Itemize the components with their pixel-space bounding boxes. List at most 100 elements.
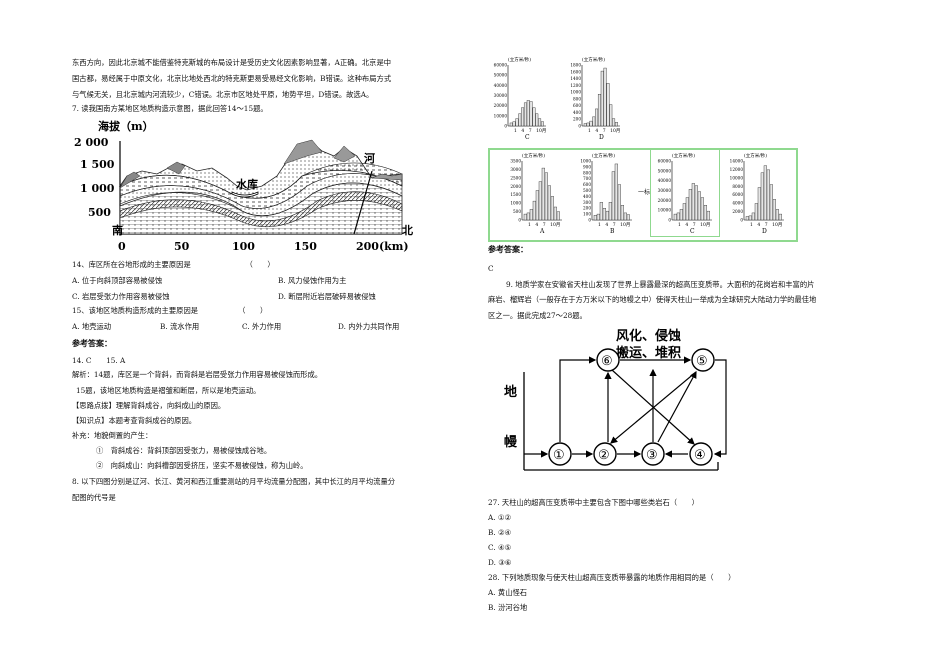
chart-a-y-tick: 3000 <box>510 167 521 172</box>
chart-b-y-tick: 700 <box>583 176 591 181</box>
chart-c-bar <box>706 210 710 221</box>
chart-a-y-tick: 3500 <box>510 159 521 164</box>
altitude-label: 海拔（m） <box>98 119 154 133</box>
chart-b-bar <box>596 213 600 221</box>
question-27: 27. 天柱山的超高压变质带中主要包含下图中哪些类岩石（ ） <box>488 498 699 507</box>
intro-line-3: 与气候无关，且北京城内河流较少，C错误。北京市区地处平原，地势平坦，D错误。故选… <box>72 90 374 99</box>
top-chart-c-x-ticks: 1 4 7 10月 <box>514 128 546 134</box>
top-chart-d-bar <box>609 104 613 127</box>
top-chart-c-y-tick: 40000 <box>494 83 508 88</box>
top-chart-c-y-tick: 30000 <box>494 93 508 98</box>
node-6-label: ⑥ <box>601 354 613 369</box>
chart-d-y-tick: 12000 <box>730 167 744 172</box>
intro-line-1: 东西方向，因此北京城不能借鉴特克斯城的布局设计是受历史文化因素影响显著，A正确。… <box>72 58 392 67</box>
chart-c-label: C <box>690 228 695 235</box>
chart-c-y-tick: 0 <box>668 218 671 223</box>
node-5-label: ⑤ <box>696 354 708 369</box>
flow-chart-c: (立方米/秒)60000500004000030000200001000001 … <box>658 152 712 235</box>
chart-b-y-tick: 100 <box>583 212 591 217</box>
node-4 <box>689 442 713 466</box>
top-chart-d-bar <box>595 108 599 127</box>
top-chart-c-bar <box>512 121 516 127</box>
top-chart-d-bar <box>600 70 604 127</box>
top-chart-d-bar <box>583 123 587 127</box>
x-tick-200: 200(km) <box>356 240 409 253</box>
chart-a-bar <box>526 212 530 221</box>
chart-a-bar <box>532 200 536 221</box>
node-3-label: ③ <box>646 448 658 463</box>
top-chart-d-y-tick: 1000 <box>570 90 581 95</box>
north-label: 北 <box>402 223 413 237</box>
chart-a-unit-title: (立方米/秒) <box>522 152 545 159</box>
chart-b-y-tick: 0 <box>588 218 591 223</box>
chart-a-y-tick: 0 <box>518 218 521 223</box>
cycle-header-2: 搬运、堆积 <box>616 345 681 361</box>
chart-d-bar <box>751 212 755 221</box>
explanation-5: 补充：地貌倒置的产生： <box>72 431 153 440</box>
chart-b-bar <box>611 171 615 221</box>
top-chart-c-bar <box>535 113 539 127</box>
top-chart-c-bar <box>540 121 544 127</box>
cycle-header-1: 风化、侵蚀 <box>616 328 681 344</box>
chart-a-bar <box>553 206 557 221</box>
chart-c-y-tick: 60000 <box>658 159 672 164</box>
chart-b-bar <box>608 202 612 221</box>
explanation-1: 解析：14题，库区是一个背斜，而背斜是岩层受张力作用容易被侵蚀而形成。 <box>72 370 323 379</box>
y-tick-500: 500 <box>88 206 111 219</box>
chart-a-bar <box>523 213 527 221</box>
top-chart-c-y-tick: 0 <box>504 124 507 129</box>
question-28: 28. 下列地质现象与使天柱山超高压变质带暴露的地质作用相同的是（ ） <box>488 573 736 582</box>
chart-b-bar <box>599 202 603 221</box>
chart-b-bar <box>605 210 609 221</box>
chart-a-bar <box>544 172 548 221</box>
top-chart-d-y-tick: 1200 <box>570 83 581 88</box>
chart-c-bar <box>691 183 695 221</box>
q14-option-d: D. 断层附近岩层破碎易被侵蚀 <box>278 292 376 301</box>
chart-d-bar <box>760 172 764 221</box>
chart-d-label: D <box>762 228 767 235</box>
chart-c-bar <box>688 189 692 221</box>
top-chart-d-y-tick: 1800 <box>570 63 581 68</box>
q15-option-b: B. 流水作用 <box>160 322 200 331</box>
reservoir-label: 水库 <box>236 177 258 191</box>
x-tick-150: 150 <box>294 240 317 253</box>
flow-chart-d: (立方米/秒)140001200010000800060004000200001… <box>730 152 784 235</box>
paragraph-9-line-2: 麻岩、榴辉岩（一般存在于方万米以下的地幔之中）使得天柱山一举成为全球研究大陆动力… <box>488 295 817 304</box>
paragraph-9-line-3: 区之一。据此完成27～28题。 <box>488 311 587 320</box>
chart-b-unit-title: (立方米/秒) <box>592 152 615 159</box>
chart-d-y-tick: 2000 <box>732 209 743 214</box>
question-14: 14、库区所在谷地形成的主要原因是 （ ） <box>72 260 275 269</box>
chart-a-bar <box>556 211 560 221</box>
chart-c-bar <box>694 185 698 221</box>
node-1-label: ① <box>553 448 565 463</box>
chart-b-bar <box>620 205 624 221</box>
explanation-3: 【思路点拨】理解背斜成谷，向斜成山的原因。 <box>72 401 226 410</box>
chart-a-bar <box>538 181 542 221</box>
explanation-7: ② 向斜成山：向斜槽部因受挤压，坚实不易被侵蚀，称为山岭。 <box>96 461 308 470</box>
chart-b-bar <box>626 214 630 221</box>
top-chart-c-label: C <box>525 134 530 141</box>
chart-b-bar <box>593 215 597 221</box>
question-8-line-1: 8. 以下四图分别是辽河、长江、黄河和西江重要测站的月平均流量分配图，其中长江的… <box>72 477 396 486</box>
q28-option-b: B. 汾河谷地 <box>488 603 528 612</box>
top-chart-d-bar <box>614 122 618 127</box>
chart-c-unit-title: (立方米/秒) <box>672 152 695 159</box>
chart-d-bar <box>763 165 767 221</box>
top-chart-c-y-tick: 50000 <box>494 73 508 78</box>
q27-option-d: D. ③⑥ <box>488 558 512 567</box>
chart-c-bar <box>679 209 683 221</box>
chart-d-y-tick: 8000 <box>732 184 743 189</box>
chart-c-y-tick: 10000 <box>658 208 672 213</box>
q14-option-a: A. 位于向斜顶部容易被侵蚀 <box>72 276 163 285</box>
top-chart-c-bar <box>515 118 519 127</box>
top-chart-d-y-tick: 400 <box>573 110 581 115</box>
q14-option-c: C. 岩层受张力作用容易被侵蚀 <box>72 292 170 301</box>
chart-b-y-tick: 1000 <box>580 159 591 164</box>
y-tick-1000: 1 000 <box>80 182 115 195</box>
reference-answer-title-right: 参考答案： <box>488 244 528 254</box>
chart-a-y-tick: 500 <box>513 209 521 214</box>
top-chart-c-bar <box>538 118 542 127</box>
q28-option-a: A. 黄山怪石 <box>488 588 528 597</box>
answer-8: C <box>488 264 494 273</box>
